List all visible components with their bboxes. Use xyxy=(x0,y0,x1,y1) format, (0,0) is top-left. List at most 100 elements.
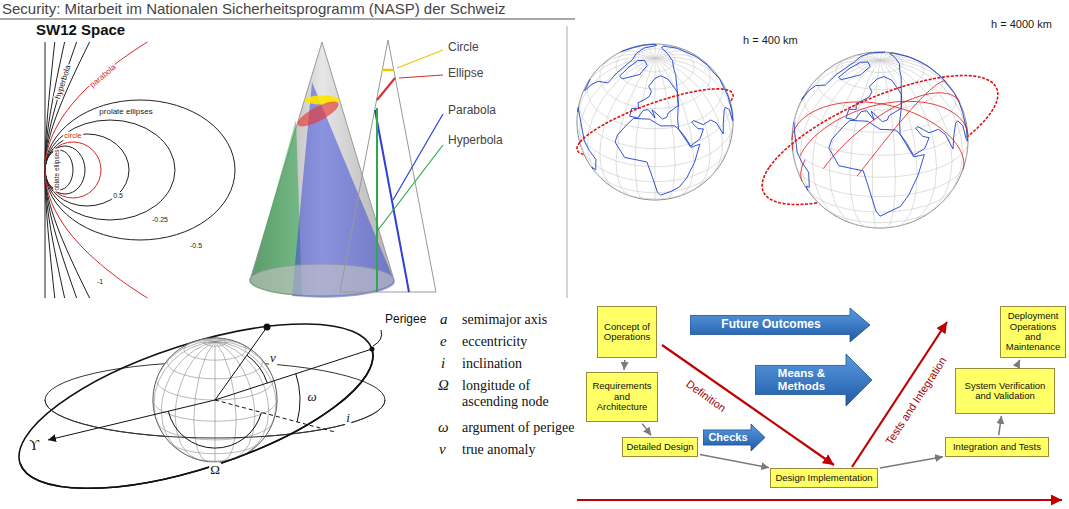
leader-line xyxy=(399,75,443,78)
orbit-symbol: ν xyxy=(269,351,277,366)
section-label: Parabola xyxy=(448,104,496,118)
element-symbol: Ω xyxy=(438,377,449,394)
section-label: Circle xyxy=(448,41,479,55)
orbit-ellipse xyxy=(1,290,391,509)
leader-line xyxy=(378,145,443,230)
slide-title: SW12 Space xyxy=(36,21,125,38)
element-symbol: a xyxy=(440,311,448,328)
ground-track xyxy=(792,93,959,169)
ground-track xyxy=(800,101,968,155)
curve-value: -0.25 xyxy=(151,216,169,224)
box-text: Detailed Design xyxy=(626,442,693,452)
orbit-front xyxy=(20,324,391,509)
outcome-arrow: Means & Methods xyxy=(755,354,872,406)
ellipse-section xyxy=(294,97,341,131)
graticule xyxy=(577,44,733,200)
arrow-text: Means & Methods xyxy=(759,367,844,393)
orbit-symbol: ω xyxy=(306,390,317,405)
ellipse-curve xyxy=(45,120,175,220)
box-text: Requirements and Architecture xyxy=(589,381,655,412)
element-symbol: e xyxy=(440,333,447,350)
outcome-arrow: Checks xyxy=(703,424,765,451)
element-symbol: ω xyxy=(438,419,449,436)
flow-arrow xyxy=(700,455,769,468)
orbit-back xyxy=(1,290,391,509)
time-axis xyxy=(577,499,1062,501)
section-label: Ellipse xyxy=(448,67,483,81)
section-label: Hyperbola xyxy=(448,134,503,148)
element-name: true anomaly xyxy=(462,442,535,458)
process-box: Concept of Operations xyxy=(597,306,657,358)
box-text: Design Implementation xyxy=(775,473,872,483)
conic-family-plot xyxy=(45,42,235,298)
cone-profile xyxy=(340,40,436,292)
orbit-ring xyxy=(580,89,733,142)
process-box: Requirements and Architecture xyxy=(586,372,658,422)
process-box: Integration and Tests xyxy=(945,437,1049,457)
perigee-radius xyxy=(215,349,372,400)
perigee-label: Perigee xyxy=(384,313,427,327)
circle-cut xyxy=(382,69,394,72)
header-text: Security: Mitarbeit im Nationalen Sicher… xyxy=(2,0,506,17)
ellipse-curve xyxy=(45,142,101,198)
angle-arc xyxy=(168,411,261,448)
earth-globe xyxy=(577,44,733,200)
drawn-shape xyxy=(1,290,391,509)
globe-disc xyxy=(792,52,968,228)
flow-arrow xyxy=(999,416,1002,435)
leader-line xyxy=(397,50,443,68)
curve-label: circle xyxy=(63,132,83,141)
altitude-label: h = 400 km xyxy=(742,34,799,47)
drawn-shape xyxy=(20,349,391,509)
phase-label: Tests and Integration xyxy=(883,355,949,448)
flow-arrow xyxy=(623,360,625,370)
ground-track xyxy=(801,81,946,181)
box-text: Deployment Operations and Maintenance xyxy=(1003,311,1063,353)
curve-label: parabola xyxy=(87,62,118,90)
element-symbol: ν xyxy=(439,441,446,458)
panel-separator xyxy=(567,26,568,298)
perigee-dot xyxy=(370,347,375,352)
vernal-direction xyxy=(48,400,215,440)
curve-label: hyperbola xyxy=(53,63,73,101)
element-name: longitude of ascending node xyxy=(462,378,567,410)
orbit-ellipse xyxy=(20,349,391,509)
flow-arrow xyxy=(642,424,651,436)
earth-globe xyxy=(762,52,998,228)
orbit-symbol: ϒ xyxy=(28,438,40,454)
process-box: Deployment Operations and Maintenance xyxy=(1000,306,1066,358)
curve-value: -1 xyxy=(96,278,104,286)
flow-arrow xyxy=(880,457,943,468)
leader-line xyxy=(393,114,443,200)
arrow-shape-fill xyxy=(755,354,872,406)
box-text: Concept of Operations xyxy=(600,322,654,343)
box-text: System Verification and Validation xyxy=(958,381,1052,402)
curve-value: 0.5 xyxy=(112,192,124,200)
angle-arc xyxy=(247,355,267,383)
coastline xyxy=(578,44,733,195)
orbit-ring xyxy=(577,142,584,154)
equatorial-plane xyxy=(45,400,385,438)
process-box: System Verification and Validation xyxy=(955,368,1055,414)
ellipse-curve xyxy=(45,134,129,206)
curve-label: prolate ellipses xyxy=(98,107,153,116)
open-conic-curve xyxy=(45,42,77,298)
outcome-arrow: Future Outcomes xyxy=(690,308,870,342)
orbit-ring xyxy=(769,76,997,167)
coastline xyxy=(794,52,968,216)
altitude-label: h = 4000 km xyxy=(990,18,1053,31)
angle-arc xyxy=(296,374,300,422)
orbit-symbol: Ω xyxy=(209,463,221,478)
open-conic-curve xyxy=(45,42,90,298)
cone-figure xyxy=(249,40,443,298)
hyperbola-cut xyxy=(376,108,378,292)
cone-base xyxy=(250,264,394,296)
element-name: argument of perigee xyxy=(462,420,574,436)
parabola-cut xyxy=(375,110,409,292)
curve-value: -0.5 xyxy=(189,242,203,250)
phase-label: Definition xyxy=(684,377,729,414)
header-rule xyxy=(0,19,575,20)
arrow-shape-fill xyxy=(703,424,765,451)
element-name: inclination xyxy=(462,356,522,372)
